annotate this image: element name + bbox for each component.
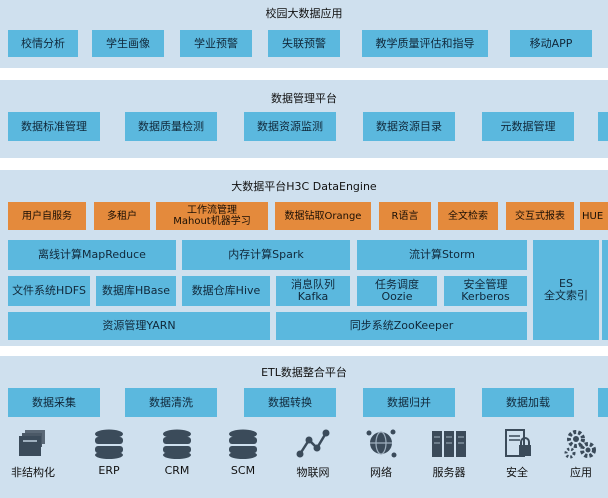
source-unstructured: 非结构化 [4, 428, 62, 480]
source-network: 网络 [352, 428, 410, 480]
orange-box-multi-tenant: 多租户 [94, 202, 150, 230]
crm-database-icon [163, 429, 191, 459]
kerberos-line-2: Kerberos [461, 290, 510, 303]
kafka-box: 消息队列 Kafka [276, 276, 350, 306]
source-scm: SCM [214, 428, 272, 477]
source-label: CRM [164, 464, 190, 477]
oozie-line-1: 任务调度 [375, 278, 419, 291]
source-erp: ERP [80, 428, 138, 477]
orange-box-orange: 数据钻取Orange [275, 202, 371, 230]
source-label: SCM [230, 464, 256, 477]
es-line-2: 全文索引 [544, 289, 588, 302]
es-line-1: ES [559, 277, 573, 290]
oozie-box: 任务调度 Oozie [357, 276, 437, 306]
orange-box-hue: HUE [580, 202, 608, 230]
source-application: 应用 [552, 428, 608, 480]
app-box-5: 教学质量评估和指导 [362, 30, 488, 57]
etl-box-4: 数据归并 [363, 388, 455, 417]
yarn-box: 资源管理YARN [8, 312, 270, 340]
mgmt-box-5: 元数据管理 [482, 112, 574, 141]
mgmt-box-3: 数据资源监测 [244, 112, 336, 141]
source-iot: 物联网 [284, 428, 342, 480]
right-edge-box [602, 240, 608, 340]
engine-title: 大数据平台H3C DataEngine [231, 180, 377, 193]
mgmt-box-4: 数据资源目录 [363, 112, 455, 141]
etl-box-1: 数据采集 [8, 388, 100, 417]
kafka-line-1: 消息队列 [291, 278, 335, 291]
workflow-line-2: Mahout机器学习 [173, 216, 251, 227]
etl-title: ETL数据整合平台 [261, 366, 347, 379]
app-box-6: 移动APP [510, 30, 592, 57]
scm-database-icon [229, 429, 257, 459]
mgmt-box-2: 数据质量检测 [125, 112, 217, 141]
source-server: 服务器 [420, 428, 478, 480]
app-box-2: 学生画像 [92, 30, 164, 57]
source-label: 服务器 [432, 466, 466, 479]
kerberos-line-1: 安全管理 [463, 278, 508, 291]
source-label: 安全 [506, 466, 528, 479]
source-crm: CRM [148, 428, 206, 477]
app-box-3: 学业预警 [180, 30, 252, 57]
stream-compute-box: 流计算Storm [357, 240, 527, 270]
orange-box-workflow: 工作流管理 Mahout机器学习 [156, 202, 268, 230]
network-globe-icon [366, 429, 397, 458]
source-label: ERP [98, 464, 120, 477]
etl-box-3: 数据转换 [244, 388, 336, 417]
workflow-line-1: 工作流管理 [187, 205, 237, 216]
app-box-1: 校情分析 [8, 30, 78, 57]
orange-box-interactive-report: 交互式报表 [506, 202, 574, 230]
source-label: 应用 [570, 466, 592, 479]
source-label: 网络 [370, 466, 392, 479]
source-label: 非结构化 [11, 466, 55, 479]
security-lock-icon [505, 429, 531, 457]
erp-database-icon [95, 429, 123, 459]
source-label: 物联网 [296, 466, 330, 479]
hbase-box: 数据库HBase [96, 276, 176, 306]
iot-network-icon [296, 429, 330, 458]
application-gear-icon [564, 430, 596, 459]
zookeeper-box: 同步系统ZooKeeper [276, 312, 527, 340]
hive-box: 数据仓库Hive [182, 276, 270, 306]
orange-box-self-service: 用户自服务 [8, 202, 86, 230]
memory-compute-box: 内存计算Spark [182, 240, 350, 270]
etl-box-5: 数据加载 [482, 388, 574, 417]
es-box: ES 全文索引 [533, 240, 599, 340]
oozie-line-2: Oozie [381, 290, 413, 303]
source-security: 安全 [488, 428, 546, 480]
mgmt-title: 数据管理平台 [271, 92, 337, 105]
etl-section [0, 356, 608, 498]
kerberos-box: 安全管理 Kerberos [444, 276, 527, 306]
mgmt-box-6 [598, 112, 608, 141]
offline-compute-box: 离线计算MapReduce [8, 240, 176, 270]
orange-box-r-language: R语言 [379, 202, 431, 230]
etl-box-6 [598, 388, 608, 417]
hdfs-box: 文件系统HDFS [8, 276, 90, 306]
server-icon [432, 431, 466, 457]
etl-box-2: 数据清洗 [125, 388, 217, 417]
kafka-line-2: Kafka [297, 290, 329, 303]
orange-box-fulltext-search: 全文检索 [438, 202, 498, 230]
unstructured-icon [19, 430, 45, 456]
apps-title: 校园大数据应用 [265, 7, 343, 20]
mgmt-box-1: 数据标准管理 [8, 112, 100, 141]
app-box-4: 失联预警 [268, 30, 340, 57]
